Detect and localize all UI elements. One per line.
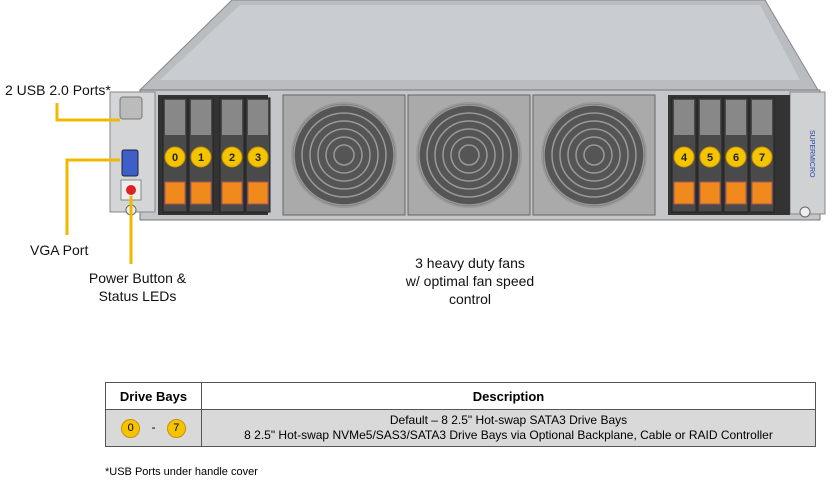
drive-range-cell: 0 - 7	[105, 409, 202, 447]
fans-callout-line1: 3 heavy duty fans	[415, 255, 525, 271]
power-button-callout: Power Button & Status LEDs	[70, 269, 205, 305]
server-chassis-image: SUPERMICRO 0 1 2 3 4 5 6 7	[55, 0, 826, 240]
power-callout-line1: Power Button &	[88, 270, 187, 286]
fan-2	[407, 94, 531, 216]
drive-bay-2[interactable]: 2	[219, 97, 245, 213]
power-callout-line2: Status LEDs	[98, 288, 177, 304]
drive-bay-6[interactable]: 6	[723, 97, 749, 213]
drive-badge-start: 0	[121, 418, 141, 438]
drive-number-label: 6	[733, 152, 739, 164]
drive-bay-7[interactable]: 7	[749, 97, 775, 213]
range-separator: -	[151, 419, 156, 434]
usb-ports-callout: 2 USB 2.0 Ports*	[5, 82, 111, 98]
description-line2: 8 2.5" Hot-swap NVMe5/SAS3/SATA3 Drive B…	[244, 428, 773, 442]
vga-port-callout: VGA Port	[30, 242, 89, 258]
header-drive-bays: Drive Bays	[105, 382, 202, 410]
fans-callout: 3 heavy duty fans w/ optimal fan speed c…	[370, 254, 570, 308]
header-description: Description	[201, 382, 816, 410]
drive-bay-0[interactable]: 0	[162, 97, 188, 213]
footnote: *USB Ports under handle cover	[105, 466, 258, 478]
drive-badge-end: 7	[166, 418, 186, 438]
fan-3	[532, 94, 656, 216]
drive-number-label: 3	[255, 152, 261, 164]
drive-number-label: 2	[229, 152, 235, 164]
fans-callout-line2: w/ optimal fan speed	[405, 273, 535, 289]
drive-bay-3[interactable]: 3	[245, 97, 271, 213]
drive-number-label: 7	[759, 152, 765, 164]
drive-bay-1[interactable]: 1	[188, 97, 214, 213]
brand-label: SUPERMICRO	[808, 130, 815, 178]
drive-number-label: 0	[172, 152, 178, 164]
drive-bay-5[interactable]: 5	[697, 97, 723, 213]
drive-bays-table: Drive Bays Description 0 - 7 Default – 8…	[105, 382, 816, 447]
drive-number-label: 4	[681, 152, 688, 164]
table-header-row: Drive Bays Description	[105, 382, 816, 410]
drive-number-label: 5	[707, 152, 713, 164]
fan-1	[282, 94, 406, 216]
description-line1: Default – 8 2.5" Hot-swap SATA3 Drive Ba…	[389, 413, 628, 427]
description-cell: Default – 8 2.5" Hot-swap SATA3 Drive Ba…	[201, 409, 816, 447]
drive-number-label: 1	[198, 152, 204, 164]
table-row: 0 - 7 Default – 8 2.5" Hot-swap SATA3 Dr…	[105, 409, 816, 447]
fans-callout-line3: control	[448, 291, 492, 307]
drive-bay-4[interactable]: 4	[671, 97, 697, 213]
